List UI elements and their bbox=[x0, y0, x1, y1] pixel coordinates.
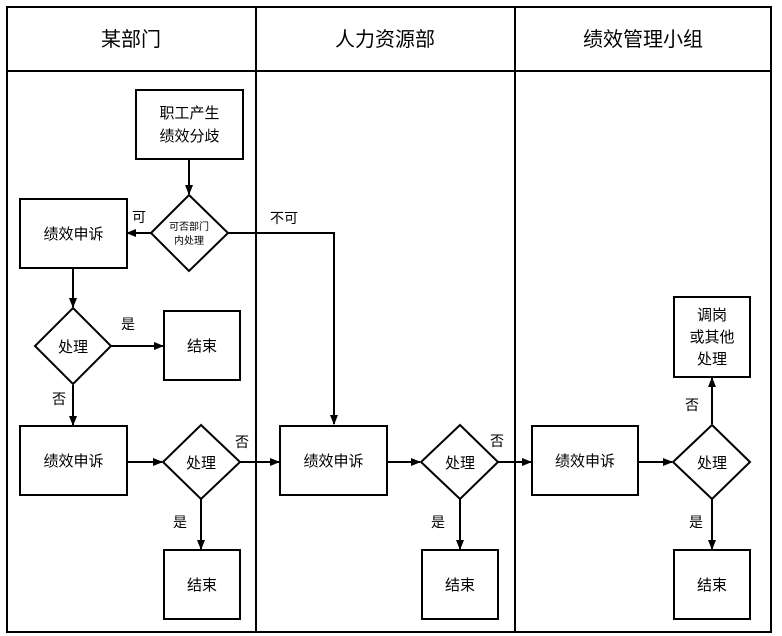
node-decision-internal-line-2: 内处理 bbox=[174, 234, 204, 247]
node-appeal-dept-1-label: 绩效申诉 bbox=[43, 225, 103, 243]
node-end-group: 结束 bbox=[673, 549, 751, 620]
node-decision-internal-line-1: 可否部门 bbox=[169, 220, 209, 233]
edge-label-yes-dept-2: 是 bbox=[173, 515, 187, 531]
edge-decision-to-hr bbox=[228, 232, 338, 425]
node-end-group-label: 结束 bbox=[697, 576, 727, 594]
node-transfer: 调岗 或其他 处理 bbox=[673, 296, 751, 378]
node-decision-dept-2-label: 处理 bbox=[186, 454, 216, 472]
edges bbox=[69, 159, 716, 550]
lane-header-performance-group: 绩效管理小组 bbox=[583, 27, 703, 51]
node-decision-internal: 可否部门 内处理 bbox=[149, 193, 230, 273]
node-end-dept-2: 结束 bbox=[163, 549, 241, 620]
node-transfer-line-3: 处理 bbox=[697, 350, 727, 368]
node-end-hr: 结束 bbox=[421, 549, 499, 620]
node-appeal-group: 绩效申诉 bbox=[531, 425, 639, 496]
edge-label-yes-dept-1: 是 bbox=[121, 317, 135, 333]
node-appeal-hr: 绩效申诉 bbox=[279, 425, 388, 496]
node-appeal-dept-2-label: 绩效申诉 bbox=[43, 452, 103, 470]
node-appeal-hr-label: 绩效申诉 bbox=[303, 452, 363, 470]
node-decision-group-label: 处理 bbox=[697, 454, 727, 472]
node-decision-hr-label: 处理 bbox=[445, 454, 475, 472]
node-decision-dept-1-label: 处理 bbox=[58, 338, 88, 356]
swimlane-frame bbox=[6, 6, 772, 633]
node-end-hr-label: 结束 bbox=[445, 576, 475, 594]
lane-header-department: 某部门 bbox=[101, 27, 161, 51]
node-start: 职工产生 绩效分歧 bbox=[135, 89, 244, 160]
edge-label-no-hr: 否 bbox=[490, 434, 504, 450]
node-start-line-1: 职工产生 bbox=[159, 104, 219, 122]
edge-label-no-dept-2: 否 bbox=[235, 435, 249, 451]
lane-header-hr: 人力资源部 bbox=[335, 27, 435, 51]
node-appeal-dept-1: 绩效申诉 bbox=[19, 198, 128, 269]
edge-label-yes-group: 是 bbox=[689, 515, 703, 531]
edge-label-no-dept-1: 否 bbox=[52, 392, 66, 408]
edge-label-no-group: 否 bbox=[685, 398, 699, 414]
node-end-dept-1-label: 结束 bbox=[187, 337, 217, 355]
node-appeal-dept-2: 绩效申诉 bbox=[19, 425, 128, 496]
edge-label-yes-hr: 是 bbox=[431, 515, 445, 531]
node-transfer-line-1: 调岗 bbox=[697, 306, 727, 324]
node-start-line-2: 绩效分歧 bbox=[159, 127, 219, 145]
edge-label-can: 可 bbox=[132, 210, 146, 226]
node-end-dept-1: 结束 bbox=[163, 310, 241, 381]
node-decision-dept-2: 处理 bbox=[161, 423, 242, 501]
node-transfer-line-2: 或其他 bbox=[689, 328, 734, 346]
node-end-dept-2-label: 结束 bbox=[187, 576, 217, 594]
edge-label-cannot: 不可 bbox=[270, 211, 298, 227]
node-decision-hr: 处理 bbox=[419, 423, 500, 501]
node-decision-group: 处理 bbox=[671, 423, 752, 501]
node-decision-dept-1: 处理 bbox=[33, 306, 113, 386]
node-appeal-group-label: 绩效申诉 bbox=[555, 452, 615, 470]
